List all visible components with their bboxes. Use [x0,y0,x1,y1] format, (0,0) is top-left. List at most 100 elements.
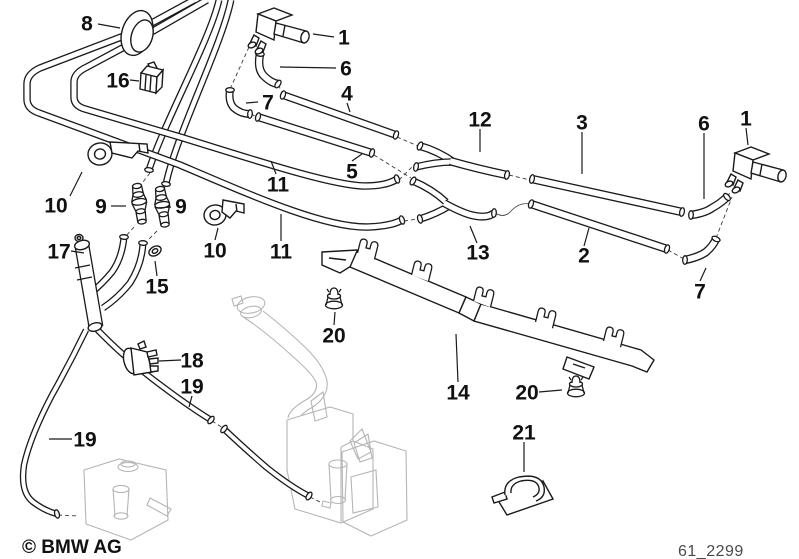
callout-21: 21 [512,422,536,472]
callout-9: 9 [95,196,126,219]
callout-leader [699,267,707,282]
bracket-clip [534,307,557,329]
callout-6: 6 [279,58,352,81]
callout-number: 15 [145,276,169,299]
callout-number: 5 [346,161,358,184]
callout-19: 19 [49,429,97,452]
callout-number: 4 [341,83,353,106]
callout-leader [312,33,335,38]
callout-number: 17 [47,241,70,264]
callout-number: 6 [340,58,352,81]
callout-6: 6 [698,113,710,199]
callout-20: 20 [515,382,563,405]
callout-2: 2 [578,227,590,268]
callout-18: 18 [158,350,204,373]
callout-1: 1 [740,108,752,146]
callout-14: 14 [446,333,470,405]
callout-number: 6 [698,113,710,136]
fittings-layer [73,7,787,516]
callout-leader [156,206,172,209]
callout-number: 20 [322,325,345,348]
connector-9-left [131,182,148,225]
callout-number: 14 [446,382,470,405]
callout-7: 7 [245,92,274,115]
hose-19-left [19,328,89,518]
callout-leader [583,227,590,247]
callout-number: 10 [44,195,67,218]
washer-jet-right [724,146,787,194]
callout-leader [346,102,351,113]
callout-number: 9 [95,196,107,219]
callout-5: 5 [346,153,363,184]
callout-3: 3 [576,112,588,174]
callout-number: 1 [338,27,350,50]
callout-number: 8 [81,13,93,36]
callout-4: 4 [341,83,353,113]
callout-number: 19 [180,376,203,399]
bmw-copyright: © BMW AG [22,537,122,558]
callout-leader [333,311,336,326]
callout-leader [245,101,259,104]
callout-19: 19 [180,376,204,408]
callout-number: 13 [466,242,489,265]
callout-leader [351,153,363,162]
callout-leader [745,127,749,146]
callout-10: 10 [203,227,227,263]
callout-8: 8 [81,13,121,36]
callout-leader [70,250,85,254]
callout-leader [188,395,193,408]
connector-9-right [154,185,171,228]
hose-to-17-a [89,236,128,295]
callout-17: 17 [47,241,85,264]
callout-number: 20 [515,382,538,405]
callout-11: 11 [267,160,290,197]
callout-10: 10 [44,171,83,218]
nut-20-b [566,375,586,398]
callout-number: 11 [270,241,293,264]
callout-number: 21 [512,422,536,445]
callout-leader [279,66,337,69]
callout-number: 1 [740,108,752,131]
callout-leader [69,171,83,197]
callout-9: 9 [156,196,187,219]
callout-number: 2 [578,245,590,268]
callout-number: 10 [203,240,226,263]
callout-7: 7 [694,267,707,304]
callout-11: 11 [270,214,293,264]
callout-1: 1 [312,27,350,50]
bracket-clip [602,326,625,348]
callout-13: 13 [466,225,490,265]
callout-number: 3 [576,112,588,135]
callout-leader [154,260,158,277]
nut-20-a [324,287,344,310]
callout-number: 18 [180,350,204,373]
washer-jet-left [247,7,310,55]
callout-leader [455,333,459,383]
callout-number: 9 [175,196,187,219]
callout-number: 7 [694,281,706,304]
callout-leader [538,389,563,393]
callout-leader [469,225,478,244]
diagram-code: 61_2299 [678,543,744,559]
bracket-clip [356,238,379,260]
callout-20: 20 [322,311,346,348]
faint-body-parts-layer [83,295,408,541]
callout-number: 11 [267,174,290,197]
callout-number: 19 [73,429,96,452]
callout-number: 7 [262,92,274,115]
bracket-clip [410,260,433,282]
callout-16: 16 [106,70,140,93]
callout-12: 12 [468,109,492,152]
callout-leader [158,359,182,362]
callout-15: 15 [145,260,169,299]
callout-number: 16 [106,70,129,93]
callout-leader [129,79,140,82]
callout-number: 12 [468,109,491,132]
callout-leader [214,227,219,241]
callout-leader [270,160,277,175]
hoses-layer [19,0,731,519]
callout-leader [97,23,121,29]
